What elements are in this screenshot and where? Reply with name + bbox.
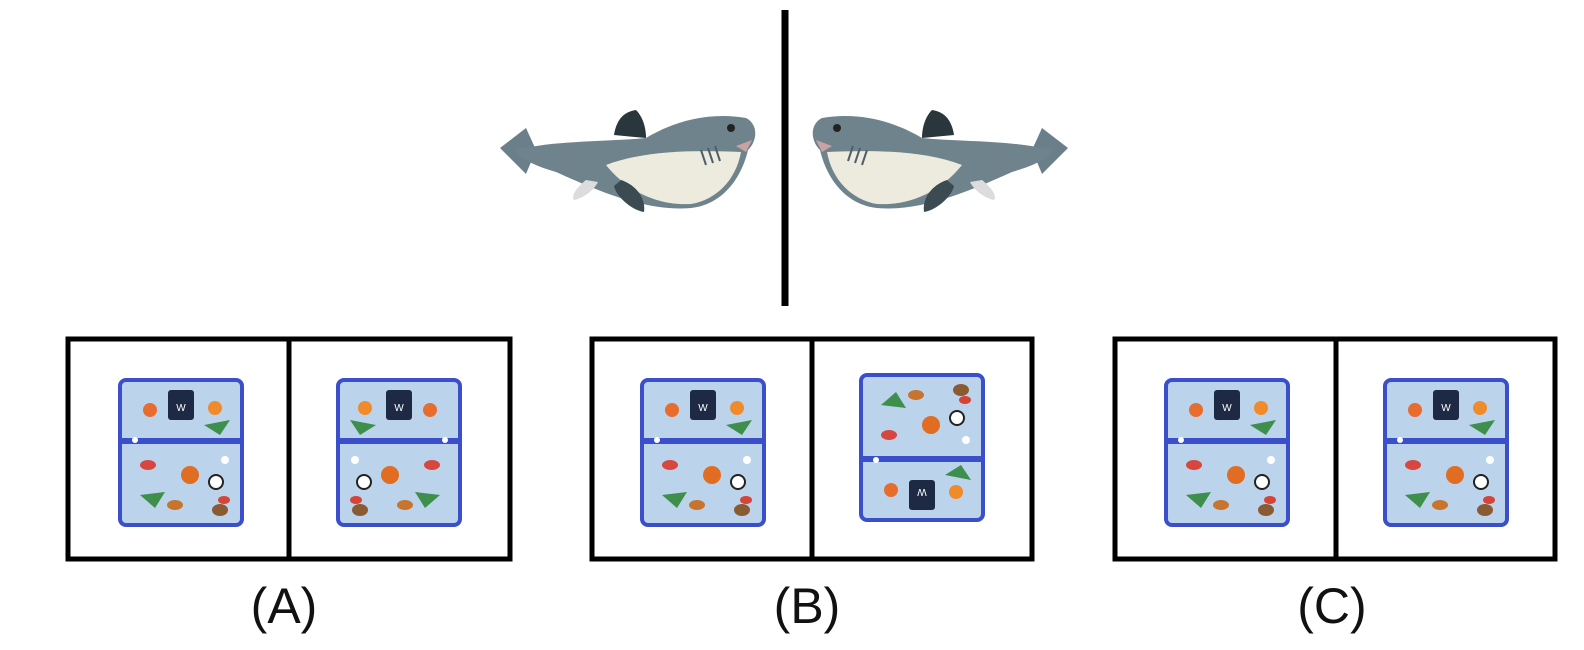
option-a-label: (A) <box>250 578 318 634</box>
option-c-label: (C) <box>1297 578 1367 634</box>
option-b-left-bag-image <box>640 378 766 527</box>
option-c-left-bag-image <box>1164 378 1290 527</box>
shark-mirrored-image <box>811 109 1069 213</box>
option-a-left-bag-image <box>118 378 244 527</box>
option-b-right-bag-image <box>859 373 985 522</box>
option-b-label: (B) <box>773 578 841 634</box>
option-c-panel[interactable] <box>1112 336 1558 562</box>
option-b-panel[interactable] <box>589 336 1035 562</box>
option-a-right-bag-image <box>336 378 462 527</box>
shark-original-image <box>499 109 757 213</box>
option-a-panel[interactable] <box>65 336 513 562</box>
option-c-right-bag-image <box>1383 378 1509 527</box>
